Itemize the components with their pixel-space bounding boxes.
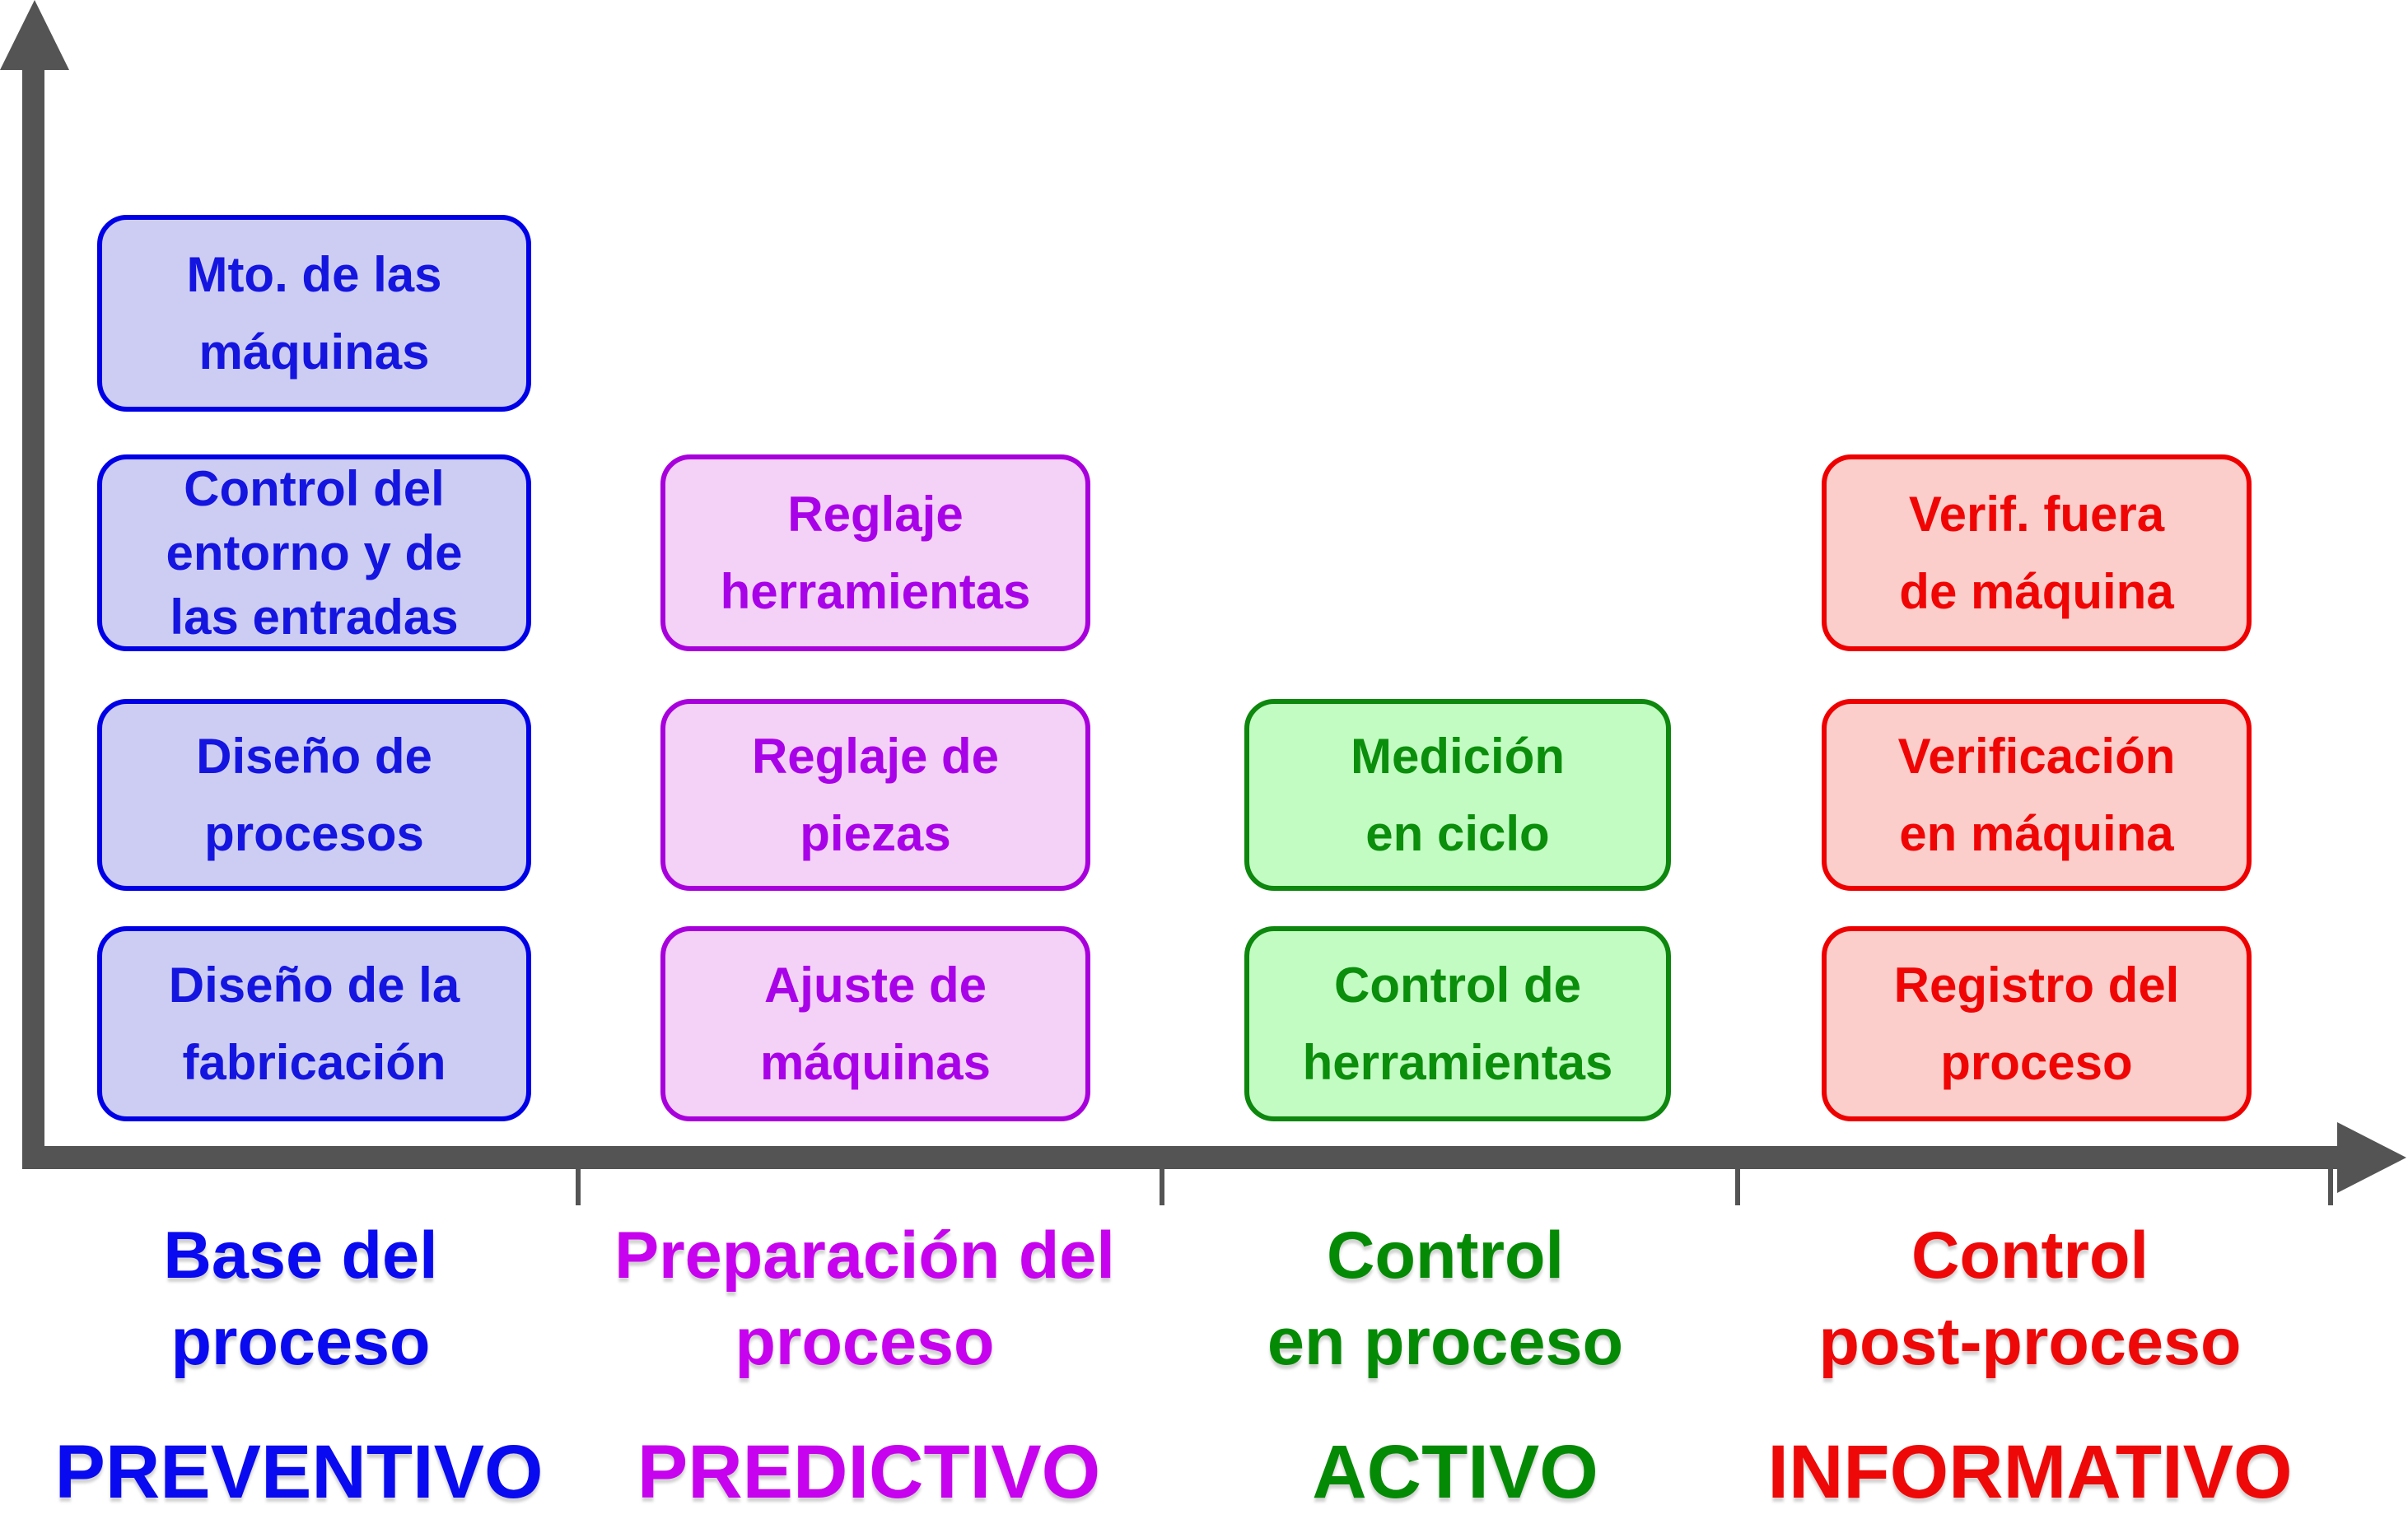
box-diseno-de-fabricacion: Diseño de la fabricación xyxy=(97,926,531,1121)
axis-label-preparacion-del-proceso: Preparación del proceso xyxy=(614,1218,1115,1380)
box-verif-fuera-de-maquina: Verif. fuera de máquina xyxy=(1822,454,2252,651)
x-axis-tick xyxy=(1735,1169,1740,1205)
x-axis-tick xyxy=(2328,1169,2333,1205)
axis-label-control-post-proceso: Control post-proceso xyxy=(1818,1218,2242,1380)
x-axis-arrowhead-icon xyxy=(2337,1122,2406,1193)
box-verificacion-en-maquina: Verificación en máquina xyxy=(1822,699,2252,891)
category-predictivo: PREDICTIVO xyxy=(637,1430,1101,1514)
box-diseno-de-procesos: Diseño de procesos xyxy=(97,699,531,891)
category-preventivo: PREVENTIVO xyxy=(54,1430,544,1514)
axis-label-control-en-proceso: Control en proceso xyxy=(1267,1218,1624,1380)
y-axis-arrowhead-icon xyxy=(0,0,69,70)
box-ajuste-de-maquinas: Ajuste de máquinas xyxy=(660,926,1090,1121)
axis-label-base-del-proceso: Base del proceso xyxy=(163,1218,438,1380)
x-axis-tick xyxy=(1160,1169,1164,1205)
x-axis-line xyxy=(22,1146,2339,1169)
box-mto-de-las-maquinas: Mto. de las máquinas xyxy=(97,215,531,412)
box-reglaje-herramientas: Reglaje herramientas xyxy=(660,454,1090,651)
category-informativo: INFORMATIVO xyxy=(1767,1430,2293,1514)
box-control-del-entorno: Control del entorno y de las entradas xyxy=(97,454,531,651)
y-axis-line xyxy=(22,58,44,1169)
box-control-de-herramientas: Control de herramientas xyxy=(1244,926,1671,1121)
box-registro-del-proceso: Registro del proceso xyxy=(1822,926,2252,1121)
category-activo: ACTIVO xyxy=(1312,1430,1598,1514)
box-reglaje-de-piezas: Reglaje de piezas xyxy=(660,699,1090,891)
x-axis-tick xyxy=(576,1169,581,1205)
box-medicion-en-ciclo: Medición en ciclo xyxy=(1244,699,1671,891)
